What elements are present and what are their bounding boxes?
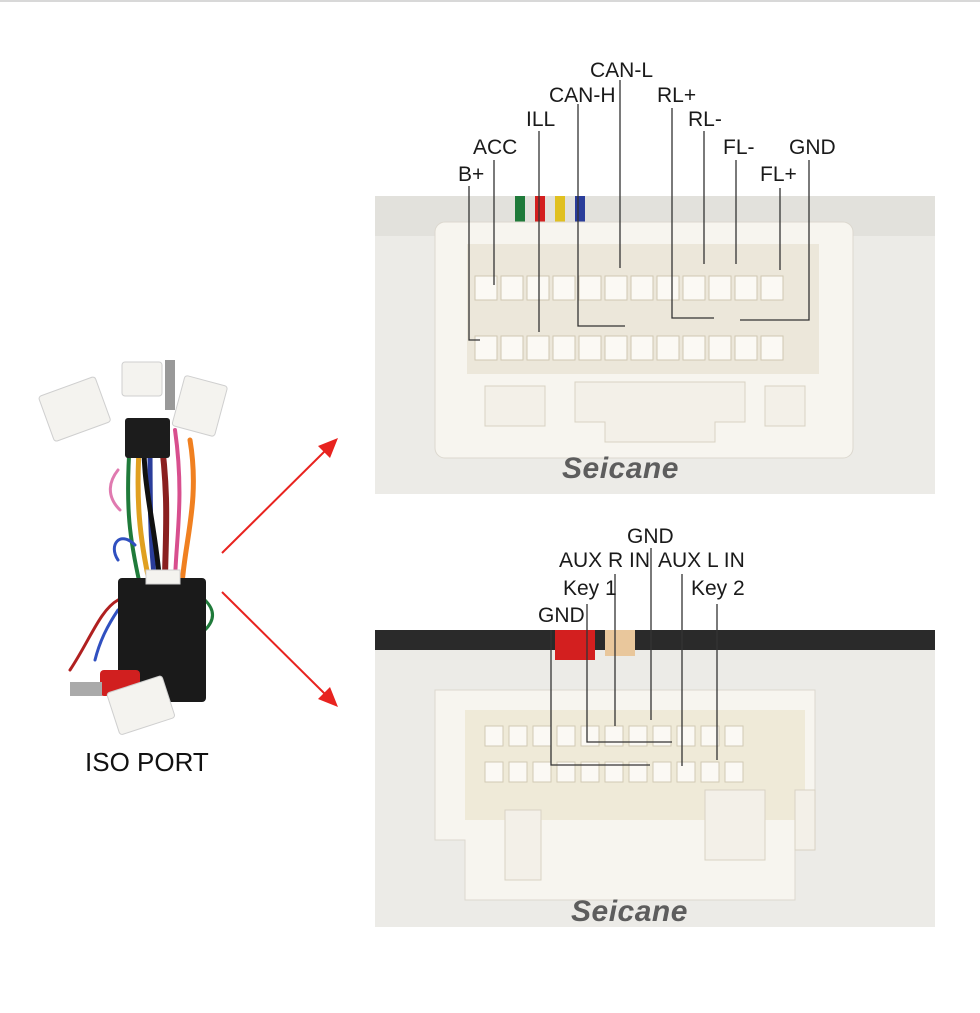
pin-label-gnd-aux: GND: [627, 525, 674, 548]
pin-label-fl-minus: FL-: [723, 136, 755, 159]
pin-label-fl-plus: FL+: [760, 163, 797, 186]
pin-label-gnd-key: GND: [538, 604, 585, 627]
pin-label-can-h: CAN-H: [549, 84, 616, 107]
pin-label-key-2: Key 2: [691, 577, 745, 600]
pin-label-ill: ILL: [526, 108, 556, 131]
top-divider: [0, 0, 980, 2]
pin-label-aux-l-in: AUX L IN: [658, 549, 745, 572]
pin-label-gnd-top: GND: [789, 136, 836, 159]
arrowhead-icon: [318, 687, 338, 707]
pin-label-can-l: CAN-L: [590, 59, 654, 82]
arrow-to-top-connector: [221, 447, 329, 554]
pin-label-rl-plus: RL+: [657, 84, 697, 107]
pin-label-acc: ACC: [473, 136, 518, 159]
top-connector-photo: [375, 196, 935, 494]
arrow-to-bottom-connector: [221, 591, 329, 698]
pin-label-rl-minus: RL-: [688, 108, 722, 131]
bottom-connector-photo: [375, 630, 935, 927]
pin-label-key-1: Key 1: [563, 577, 617, 600]
watermark-bottom: Seicane: [571, 895, 688, 928]
watermark-top: Seicane: [562, 452, 679, 485]
pin-label-b-plus: B+: [458, 163, 485, 186]
arrowhead-icon: [318, 438, 338, 458]
pin-label-aux-r-in: AUX R IN: [559, 549, 651, 572]
iso-port-caption: ISO PORT: [85, 747, 209, 777]
